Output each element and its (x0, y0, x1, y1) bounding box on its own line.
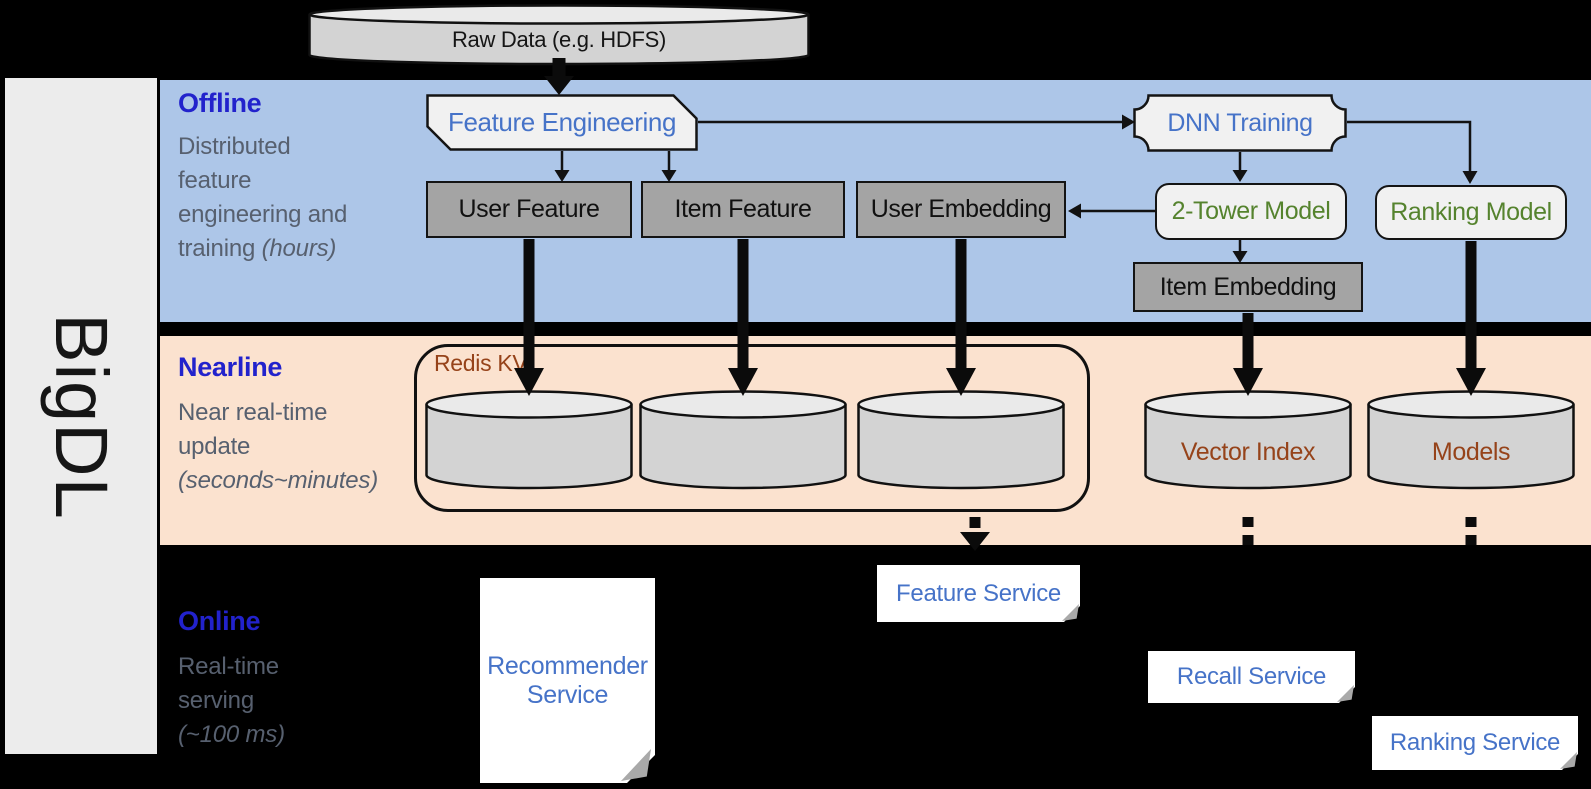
two-tower-model-node: 2-Tower Model (1155, 183, 1347, 240)
online-title: Online (178, 606, 261, 636)
offline-subtitle-line3: engineering and (178, 201, 348, 229)
offline-title: Offline (178, 88, 262, 118)
offline-subtitle-line2: feature (178, 167, 252, 195)
database-cylinder-icon (1367, 390, 1575, 490)
feature-engineering-shape (426, 94, 698, 151)
offline-subtitle-line4: training (hours) (178, 232, 423, 266)
raw-data-label: Raw Data (e.g. HDFS) (451, 27, 667, 52)
feature-engineering-node: Feature Engineering (448, 107, 676, 137)
redis-kv-container (414, 344, 1090, 512)
models-label: Models (1431, 437, 1511, 466)
nearline-subtitle: Near real-time update (seconds~minutes) (178, 396, 458, 498)
recommender-service-node: Recommender Service (480, 578, 655, 783)
online-subtitle-italic: (~100 ms) (178, 721, 285, 749)
online-subtitle: Real-time serving (~100 ms) (178, 650, 398, 752)
online-subtitle-line1: Real-time (178, 653, 279, 680)
offline-subtitle-line1: Distributed (178, 133, 291, 160)
bigdl-sidebar: BigDL (5, 78, 157, 754)
feature-service-node: Feature Service (877, 565, 1080, 622)
recall-service-node: Recall Service (1148, 651, 1355, 703)
nearline-subtitle-line2: update (178, 433, 251, 461)
database-cylinder-icon (857, 390, 1065, 490)
bigdl-logo-text: BigDL (39, 312, 123, 520)
models-cylinder: Models (1367, 390, 1575, 490)
ranking-model-node: Ranking Model (1375, 185, 1567, 240)
offline-subtitle-italic: (hours) (261, 235, 337, 263)
nearline-subtitle-line1: Near real-time (178, 399, 328, 426)
redis-cylinder-3 (857, 390, 1065, 490)
dnn-training-node: DNN Training (1167, 108, 1313, 137)
nearline-title: Nearline (178, 352, 283, 382)
vector-index-cylinder: Vector Index (1144, 390, 1352, 490)
database-cylinder-icon (425, 390, 633, 490)
nearline-subtitle-italic: (seconds~minutes) (178, 467, 379, 495)
database-cylinder-icon (1144, 390, 1352, 490)
item-feature-node: Item Feature (641, 181, 845, 238)
offline-subtitle-line4-text: training (178, 235, 256, 263)
offline-subtitle: Distributed feature engineering and trai… (178, 130, 423, 266)
user-embedding-node: User Embedding (856, 181, 1066, 238)
redis-cylinder-2 (639, 390, 847, 490)
online-subtitle-line2: serving (178, 687, 254, 715)
user-feature-node: User Feature (426, 181, 632, 238)
redis-kv-label: Redis KV (434, 350, 528, 376)
database-cylinder-icon (308, 4, 810, 66)
dnn-training-shape (1133, 94, 1347, 152)
item-embedding-node: Item Embedding (1133, 262, 1363, 312)
raw-data-cylinder: Raw Data (e.g. HDFS) (308, 4, 810, 66)
ranking-service-node: Ranking Service (1372, 716, 1578, 770)
vector-index-label: Vector Index (1180, 437, 1316, 466)
database-cylinder-icon (639, 390, 847, 490)
redis-cylinder-1 (425, 390, 633, 490)
